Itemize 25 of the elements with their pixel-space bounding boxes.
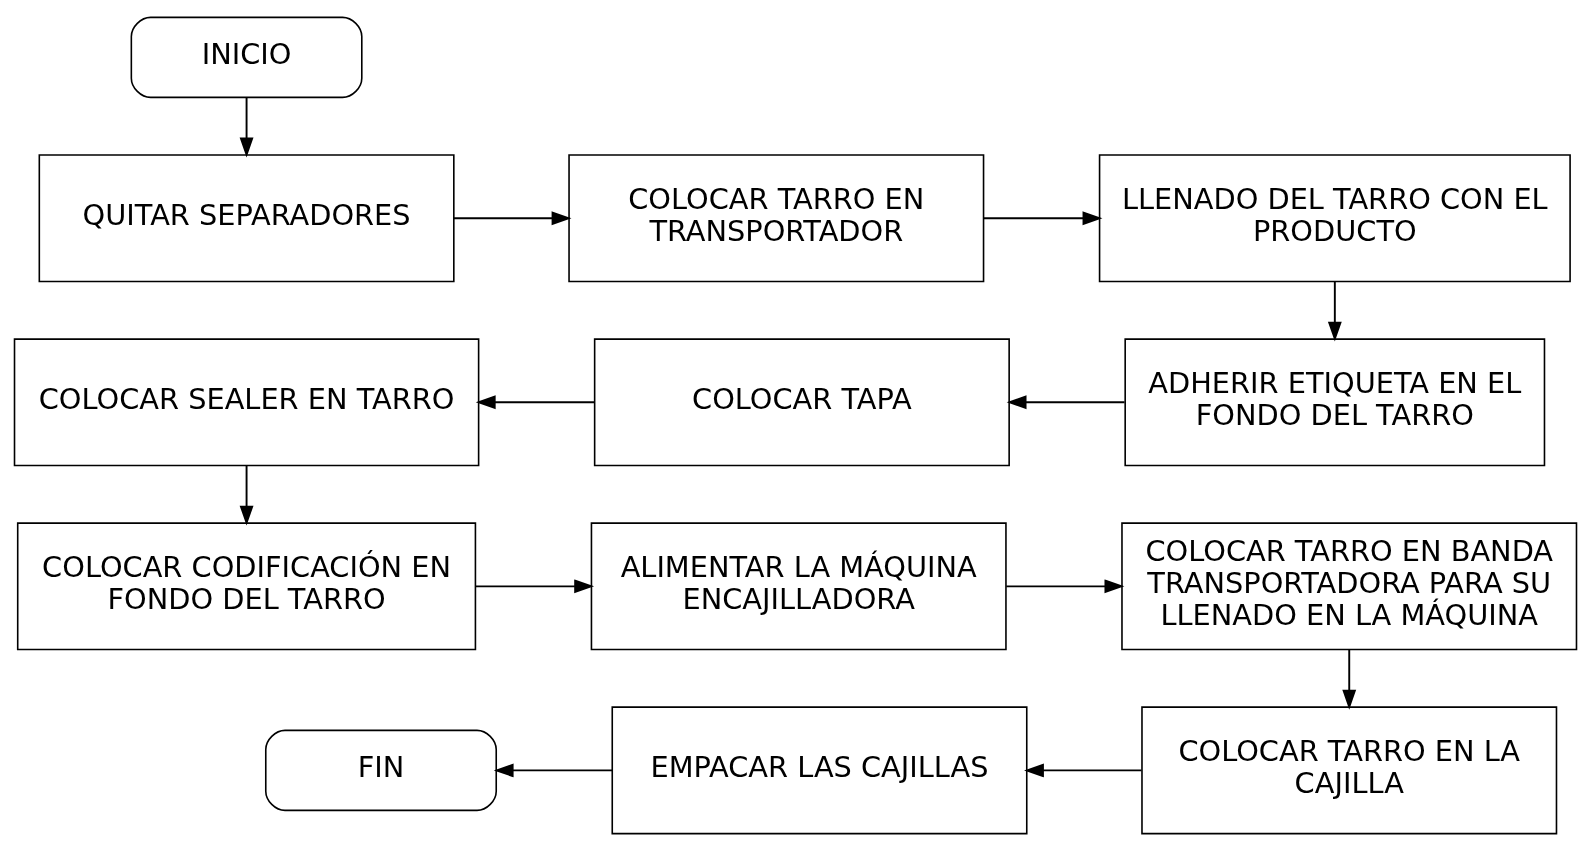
node-box: COLOCAR TARRO EN BANDA TRANSPORTADORA PARA SU LLENADO EN LA MÁQUINA [1121,522,1578,651]
node-box: COLOCAR TARRO EN TRANSPORTADOR [568,154,985,283]
node-box: EMPACAR LAS CAJILLAS [611,706,1028,835]
arrow [982,211,1103,226]
node-box: QUITAR SEPARADORES [38,154,455,283]
arrow [1006,395,1126,410]
node-box: COLOCAR TARRO EN LA CAJILLA [1141,706,1558,835]
arrow [239,96,254,158]
arrow [1024,763,1143,778]
node-box: COLOCAR CODIFICACIÓN EN FONDO DEL TARRO [16,522,477,651]
node-box: COLOCAR TAPA [593,338,1010,467]
arrow [453,211,572,226]
arrow [1327,280,1342,342]
node-box: INICIO [130,16,363,99]
arrow [239,464,254,526]
node-box: ALIMENTAR LA MÁQUINA ENCAJILLADORA [590,522,1007,651]
node-box: FIN [264,729,498,812]
arrow [1342,648,1357,710]
node-box: ADHERIR ETIQUETA EN EL FONDO DEL TARRO [1124,338,1546,467]
arrow [493,763,613,778]
arrow [475,395,596,410]
arrow [474,579,595,594]
node-box: LLENADO DEL TARRO CON EL PRODUCTO [1098,154,1571,283]
arrow [1005,579,1125,594]
node-box: COLOCAR SEALER EN TARRO [13,338,480,467]
